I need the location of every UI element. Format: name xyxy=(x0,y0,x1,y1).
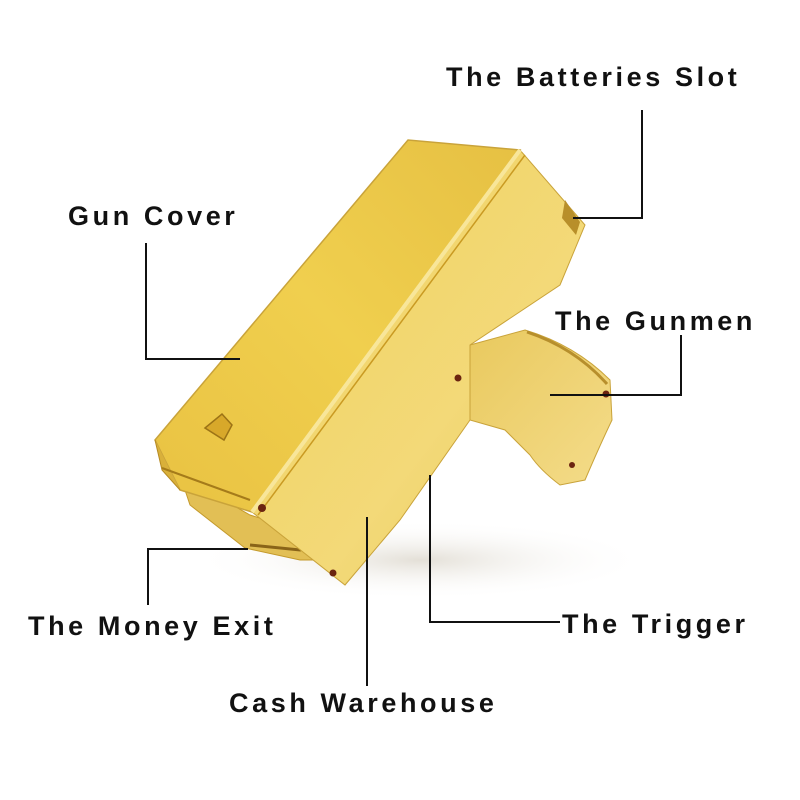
bevel-edge xyxy=(250,148,522,514)
screw xyxy=(454,374,462,382)
label-batteries-slot: The Batteries Slot xyxy=(446,62,741,92)
side-face xyxy=(251,149,586,586)
screw xyxy=(329,569,337,577)
label-money-exit: The Money Exit xyxy=(28,611,277,641)
label-trigger: The Trigger xyxy=(562,609,749,639)
leader-line-batteries-slot xyxy=(573,110,643,219)
label-gun-cover: Gun Cover xyxy=(68,201,239,231)
leader-line-gun-cover xyxy=(145,243,240,360)
label-cash-warehouse: Cash Warehouse xyxy=(229,688,498,718)
handle xyxy=(469,329,613,486)
leader-line-gunmen xyxy=(550,335,682,396)
screw xyxy=(258,504,266,512)
leader-line-money-exit xyxy=(147,548,248,605)
leader-line-trigger xyxy=(429,475,560,623)
leader-lines xyxy=(145,110,682,686)
label-gunmen: The Gunmen xyxy=(555,306,757,336)
battery-slot xyxy=(562,200,580,235)
cover-release-tab xyxy=(203,412,233,442)
handle-screw xyxy=(569,462,575,468)
